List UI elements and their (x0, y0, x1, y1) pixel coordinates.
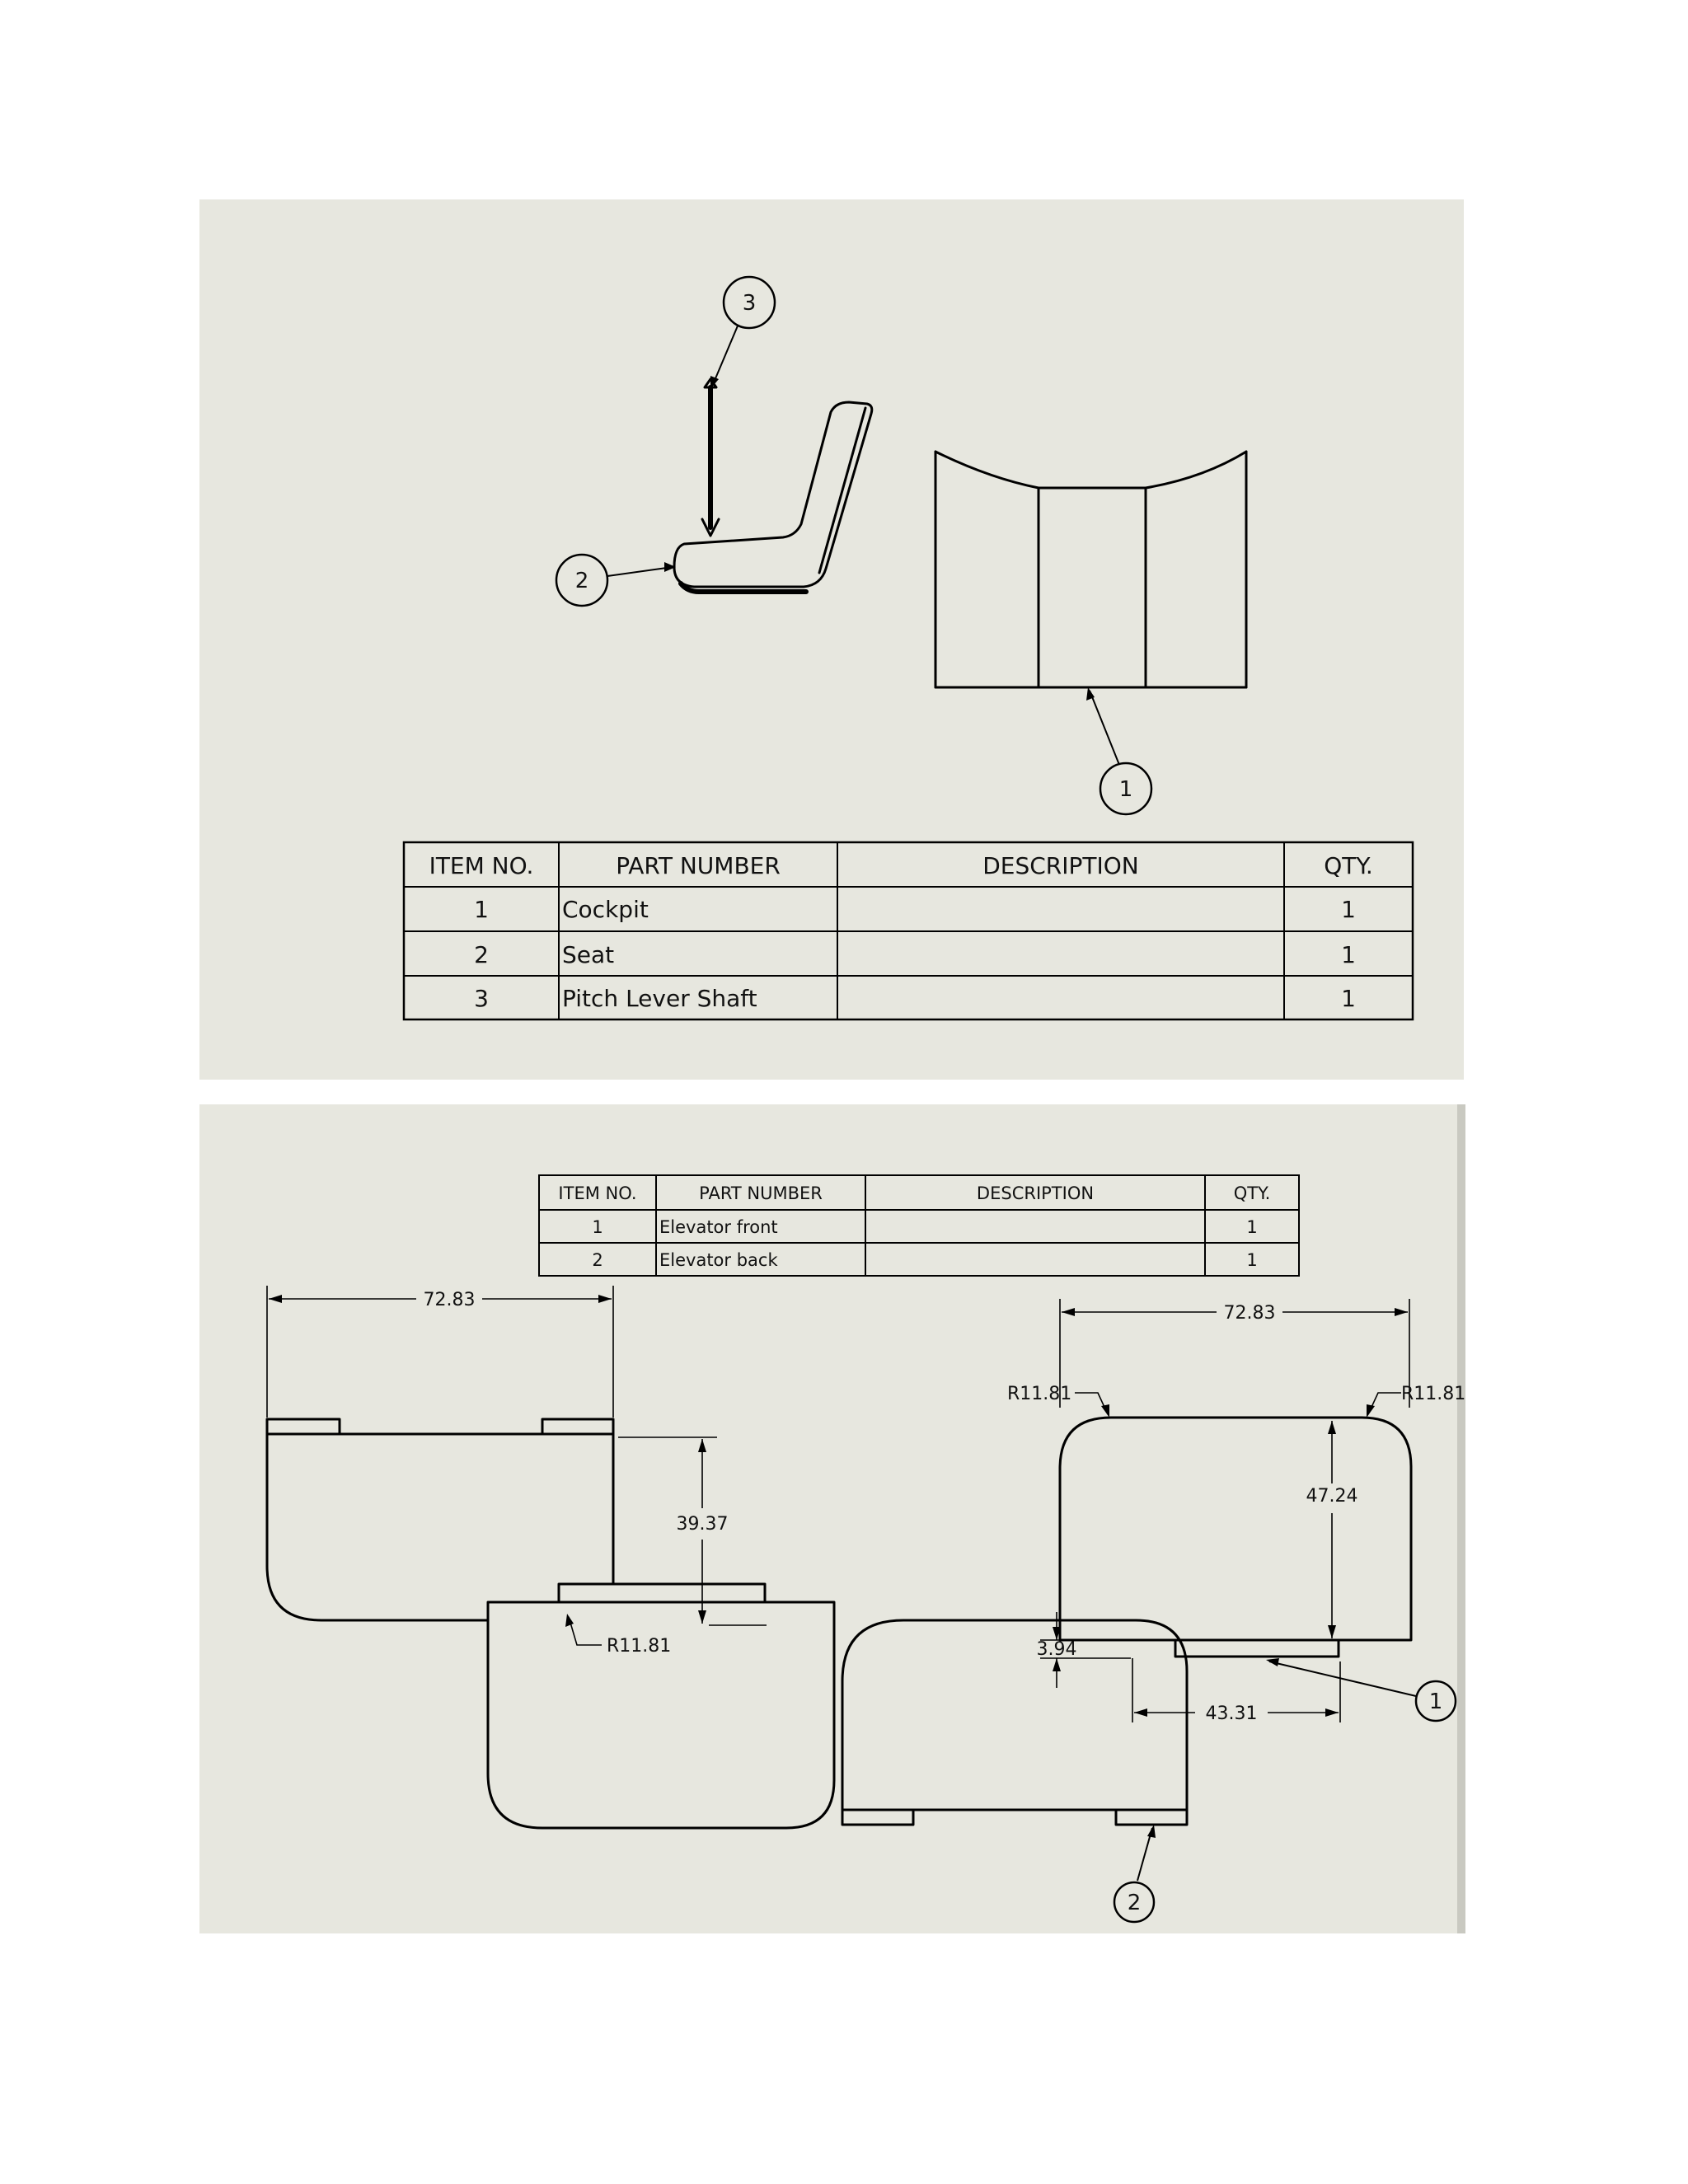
bom2-row-1-qty: 1 (1246, 1217, 1257, 1237)
middle-lower-part (841, 1619, 1189, 1826)
bom2-row-1-part: Elevator front (659, 1217, 778, 1237)
bom2-row-2-qty: 1 (1246, 1250, 1257, 1270)
bom-row-2-part: Seat (562, 941, 614, 968)
cockpit-part (934, 450, 1248, 689)
balloon-2-label: 2 (575, 569, 589, 593)
bom2-row-1-item: 1 (592, 1217, 603, 1237)
right-upper-part (1058, 1416, 1413, 1658)
right-radius-right-dimension: R11.81 (1367, 1384, 1465, 1418)
dim-left-radius: R11.81 (607, 1636, 671, 1657)
left-radius-dimension: R11.81 (565, 1614, 671, 1657)
bom-row-2-qty: 1 (1341, 941, 1356, 968)
bom-row-3-qty: 1 (1341, 985, 1356, 1012)
left-height-dimension: 39.37 (618, 1436, 767, 1626)
pitch-lever-shaft (701, 377, 720, 537)
bom2-header-description: DESCRIPTION (977, 1183, 1094, 1203)
bom-row-1-item: 1 (474, 896, 489, 923)
right-radius-left-dimension: R11.81 (1007, 1384, 1109, 1418)
balloon-bottom-1-label: 1 (1429, 1690, 1443, 1714)
bom-row-3-item: 3 (474, 985, 489, 1012)
bottom-drawing: ITEM NO. PART NUMBER DESCRIPTION QTY. 1 … (265, 1174, 1465, 1924)
bom2-header-qty: QTY. (1234, 1183, 1271, 1203)
dim-small-gap: 3.94 (1037, 1639, 1077, 1660)
balloon-2: 2 (555, 553, 676, 607)
small-gap-dimension: 3.94 (1037, 1612, 1131, 1688)
bom-row-2-item: 2 (474, 941, 489, 968)
balloon-bottom-2-label: 2 (1128, 1891, 1142, 1915)
bom-header-part: PART NUMBER (616, 852, 781, 879)
bom-header-item: ITEM NO. (429, 852, 534, 879)
drawing-sheet-top (199, 199, 1464, 1080)
bom2-row-2-item: 2 (592, 1250, 603, 1270)
dim-right-radius-left: R11.81 (1007, 1384, 1071, 1404)
seat-part (673, 401, 874, 594)
left-upper-part (265, 1418, 615, 1622)
bom2-header-item: ITEM NO. (558, 1183, 636, 1203)
dim-right-width: 72.83 (1224, 1303, 1276, 1324)
sheet-edge-shadow (1457, 1104, 1465, 1933)
balloon-1-label: 1 (1119, 777, 1133, 802)
offset-dimension: 43.31 (1132, 1658, 1341, 1724)
right-height-dimension: 47.24 (1306, 1421, 1358, 1638)
left-width-dimension: 72.83 (266, 1286, 614, 1418)
balloon-3-label: 3 (743, 291, 757, 316)
bom-header-qty: QTY. (1324, 852, 1372, 879)
balloon-3: 3 (710, 275, 776, 389)
bom-row-3-part: Pitch Lever Shaft (562, 985, 757, 1012)
bom2-row-2-part: Elevator back (659, 1250, 778, 1270)
bom2-header-part: PART NUMBER (699, 1183, 823, 1203)
right-width-dimension: 72.83 (1059, 1299, 1410, 1408)
balloon-bottom-1: 1 (1266, 1658, 1457, 1722)
bom-header-description: DESCRIPTION (982, 852, 1139, 879)
top-drawing: 3 2 1 ITEM NO. PART NUMBER DESCR (402, 275, 1414, 1021)
bom-row-1-qty: 1 (1341, 896, 1356, 923)
dim-left-height: 39.37 (677, 1514, 729, 1535)
bom-table-top: ITEM NO. PART NUMBER DESCRIPTION QTY. 1 … (402, 841, 1414, 1021)
bom-table-bottom: ITEM NO. PART NUMBER DESCRIPTION QTY. 1 … (538, 1174, 1300, 1277)
balloon-1: 1 (1086, 687, 1153, 816)
dim-right-radius-right: R11.81 (1401, 1384, 1465, 1404)
bom-row-1-part: Cockpit (562, 896, 649, 923)
dim-right-height: 47.24 (1306, 1486, 1358, 1507)
dim-left-width: 72.83 (424, 1290, 476, 1310)
balloon-bottom-2: 2 (1113, 1825, 1156, 1924)
left-lower-part (486, 1582, 836, 1830)
dim-offset: 43.31 (1206, 1704, 1258, 1724)
